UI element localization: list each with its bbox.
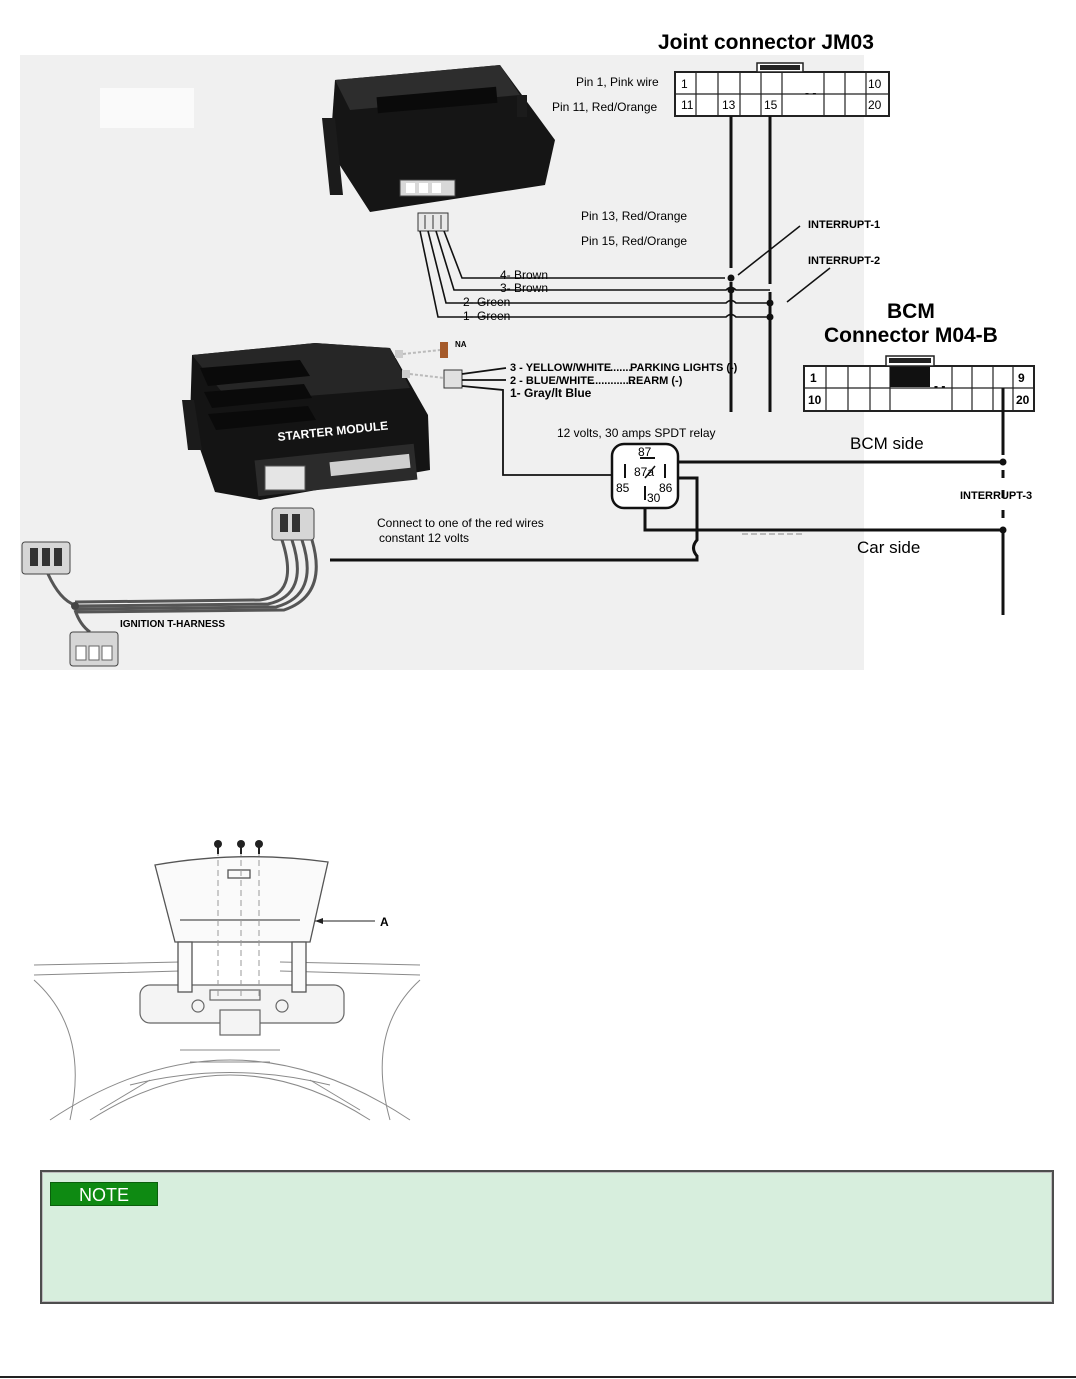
rearm-function: REARM (-) xyxy=(628,375,683,387)
note-badge: NOTE xyxy=(50,1182,158,1206)
relay-pin-87: 87 xyxy=(638,445,652,459)
leader-dots: ............... xyxy=(589,375,635,387)
wire-label-pin15: Pin 15, Red/Orange xyxy=(581,234,687,248)
wiring-diagram: Joint connector JM03 - - 1 10 11 13 15 2… xyxy=(20,31,1035,670)
interrupt-2-leader xyxy=(786,267,831,303)
bypass-module xyxy=(322,65,555,212)
junction-dot xyxy=(727,286,735,294)
jm03-pin-13: 13 xyxy=(722,98,736,112)
bcm-subtitle: Connector M04-B xyxy=(824,324,998,347)
wire-2-green: 2- Green xyxy=(463,295,510,309)
bcm-title: BCM xyxy=(887,300,935,323)
wire-4-brown: 4- Brown xyxy=(500,268,548,282)
bcm-side-label: BCM side xyxy=(850,434,924,453)
junction-dot xyxy=(766,299,774,307)
screw-icon xyxy=(237,840,245,854)
bcm-pin-9: 9 xyxy=(1018,371,1025,385)
alignment-lines xyxy=(217,850,260,1000)
note-box: NOTE xyxy=(40,1170,1054,1304)
jm03-pin-20: 20 xyxy=(868,98,882,112)
jm03-pin-15: 15 xyxy=(764,98,778,112)
constant-note-line2: constant 12 volts xyxy=(379,531,469,545)
relay-caption: 12 volts, 30 amps SPDT relay xyxy=(557,426,716,440)
bcm-pin-10: 10 xyxy=(808,393,822,407)
jm03-pin-10: 10 xyxy=(868,77,882,91)
screw-icon xyxy=(214,840,222,854)
console-lid xyxy=(154,856,329,993)
na-label: NA xyxy=(455,340,467,349)
bcm-pin-20: 20 xyxy=(1016,393,1030,407)
constant-note-line1: Connect to one of the red wires xyxy=(377,516,544,530)
wire-label-pin13: Pin 13, Red/Orange xyxy=(581,209,687,223)
wire-3-brown: 3- Brown xyxy=(500,281,548,295)
ignition-harness xyxy=(21,507,318,667)
parking-lights-function: PARKING LIGHTS (-) xyxy=(630,362,738,374)
screw-icon xyxy=(255,840,263,854)
wire-label-pin11: Pin 11, Red/Orange xyxy=(552,100,658,114)
jm03-pin-11: 11 xyxy=(681,98,694,112)
starter-plugs xyxy=(395,342,463,389)
relay-wires xyxy=(330,460,1003,562)
jm03-pin-1: 1 xyxy=(681,77,688,91)
starter-wire-3: 3 - YELLOW/WHITE xyxy=(510,362,611,374)
interrupt-1-label: INTERRUPT-1 xyxy=(808,219,880,231)
wire-label-pin1: Pin 1, Pink wire xyxy=(576,75,659,89)
wire-1-green: 1- Green xyxy=(463,309,510,323)
overhead-console-figure: A xyxy=(33,840,421,1121)
jm03-connector: - - xyxy=(674,62,890,117)
junction-dot xyxy=(766,313,774,321)
page-bottom-rule xyxy=(0,1376,1076,1378)
starter-module: STARTER MODULE xyxy=(182,343,430,500)
relay-pin-30: 30 xyxy=(647,491,661,505)
relay-pin-85: 85 xyxy=(616,481,630,495)
spdt-relay xyxy=(610,442,680,510)
interrupt-3-label: INTERRUPT-3 xyxy=(960,490,1032,502)
starter-wires xyxy=(461,367,612,476)
bcm-connector: - - xyxy=(803,355,1035,412)
svg-text:- -: - - xyxy=(805,86,816,100)
ignition-harness-label: IGNITION T-HARNESS xyxy=(120,619,225,630)
relay-pin-86: 86 xyxy=(659,481,673,495)
jm03-title: Joint connector JM03 xyxy=(658,31,874,54)
relay-pin-87a: 87a xyxy=(634,465,654,479)
bypass-plug xyxy=(417,212,449,232)
console-base xyxy=(139,984,345,1036)
interrupt-2-label: INTERRUPT-2 xyxy=(808,255,880,267)
car-side-label: Car side xyxy=(857,538,920,557)
starter-wire-2: 2 - BLUE/WHITE xyxy=(510,375,594,387)
callout-a: A xyxy=(380,915,389,929)
starter-wire-1: 1- Gray/lt Blue xyxy=(510,386,592,400)
junction-dot xyxy=(727,274,735,282)
leader-dots: ......... xyxy=(604,362,632,374)
bcm-pin-1: 1 xyxy=(810,371,817,385)
interrupt-1-leader xyxy=(737,225,801,276)
svg-text:- -: - - xyxy=(934,379,945,393)
